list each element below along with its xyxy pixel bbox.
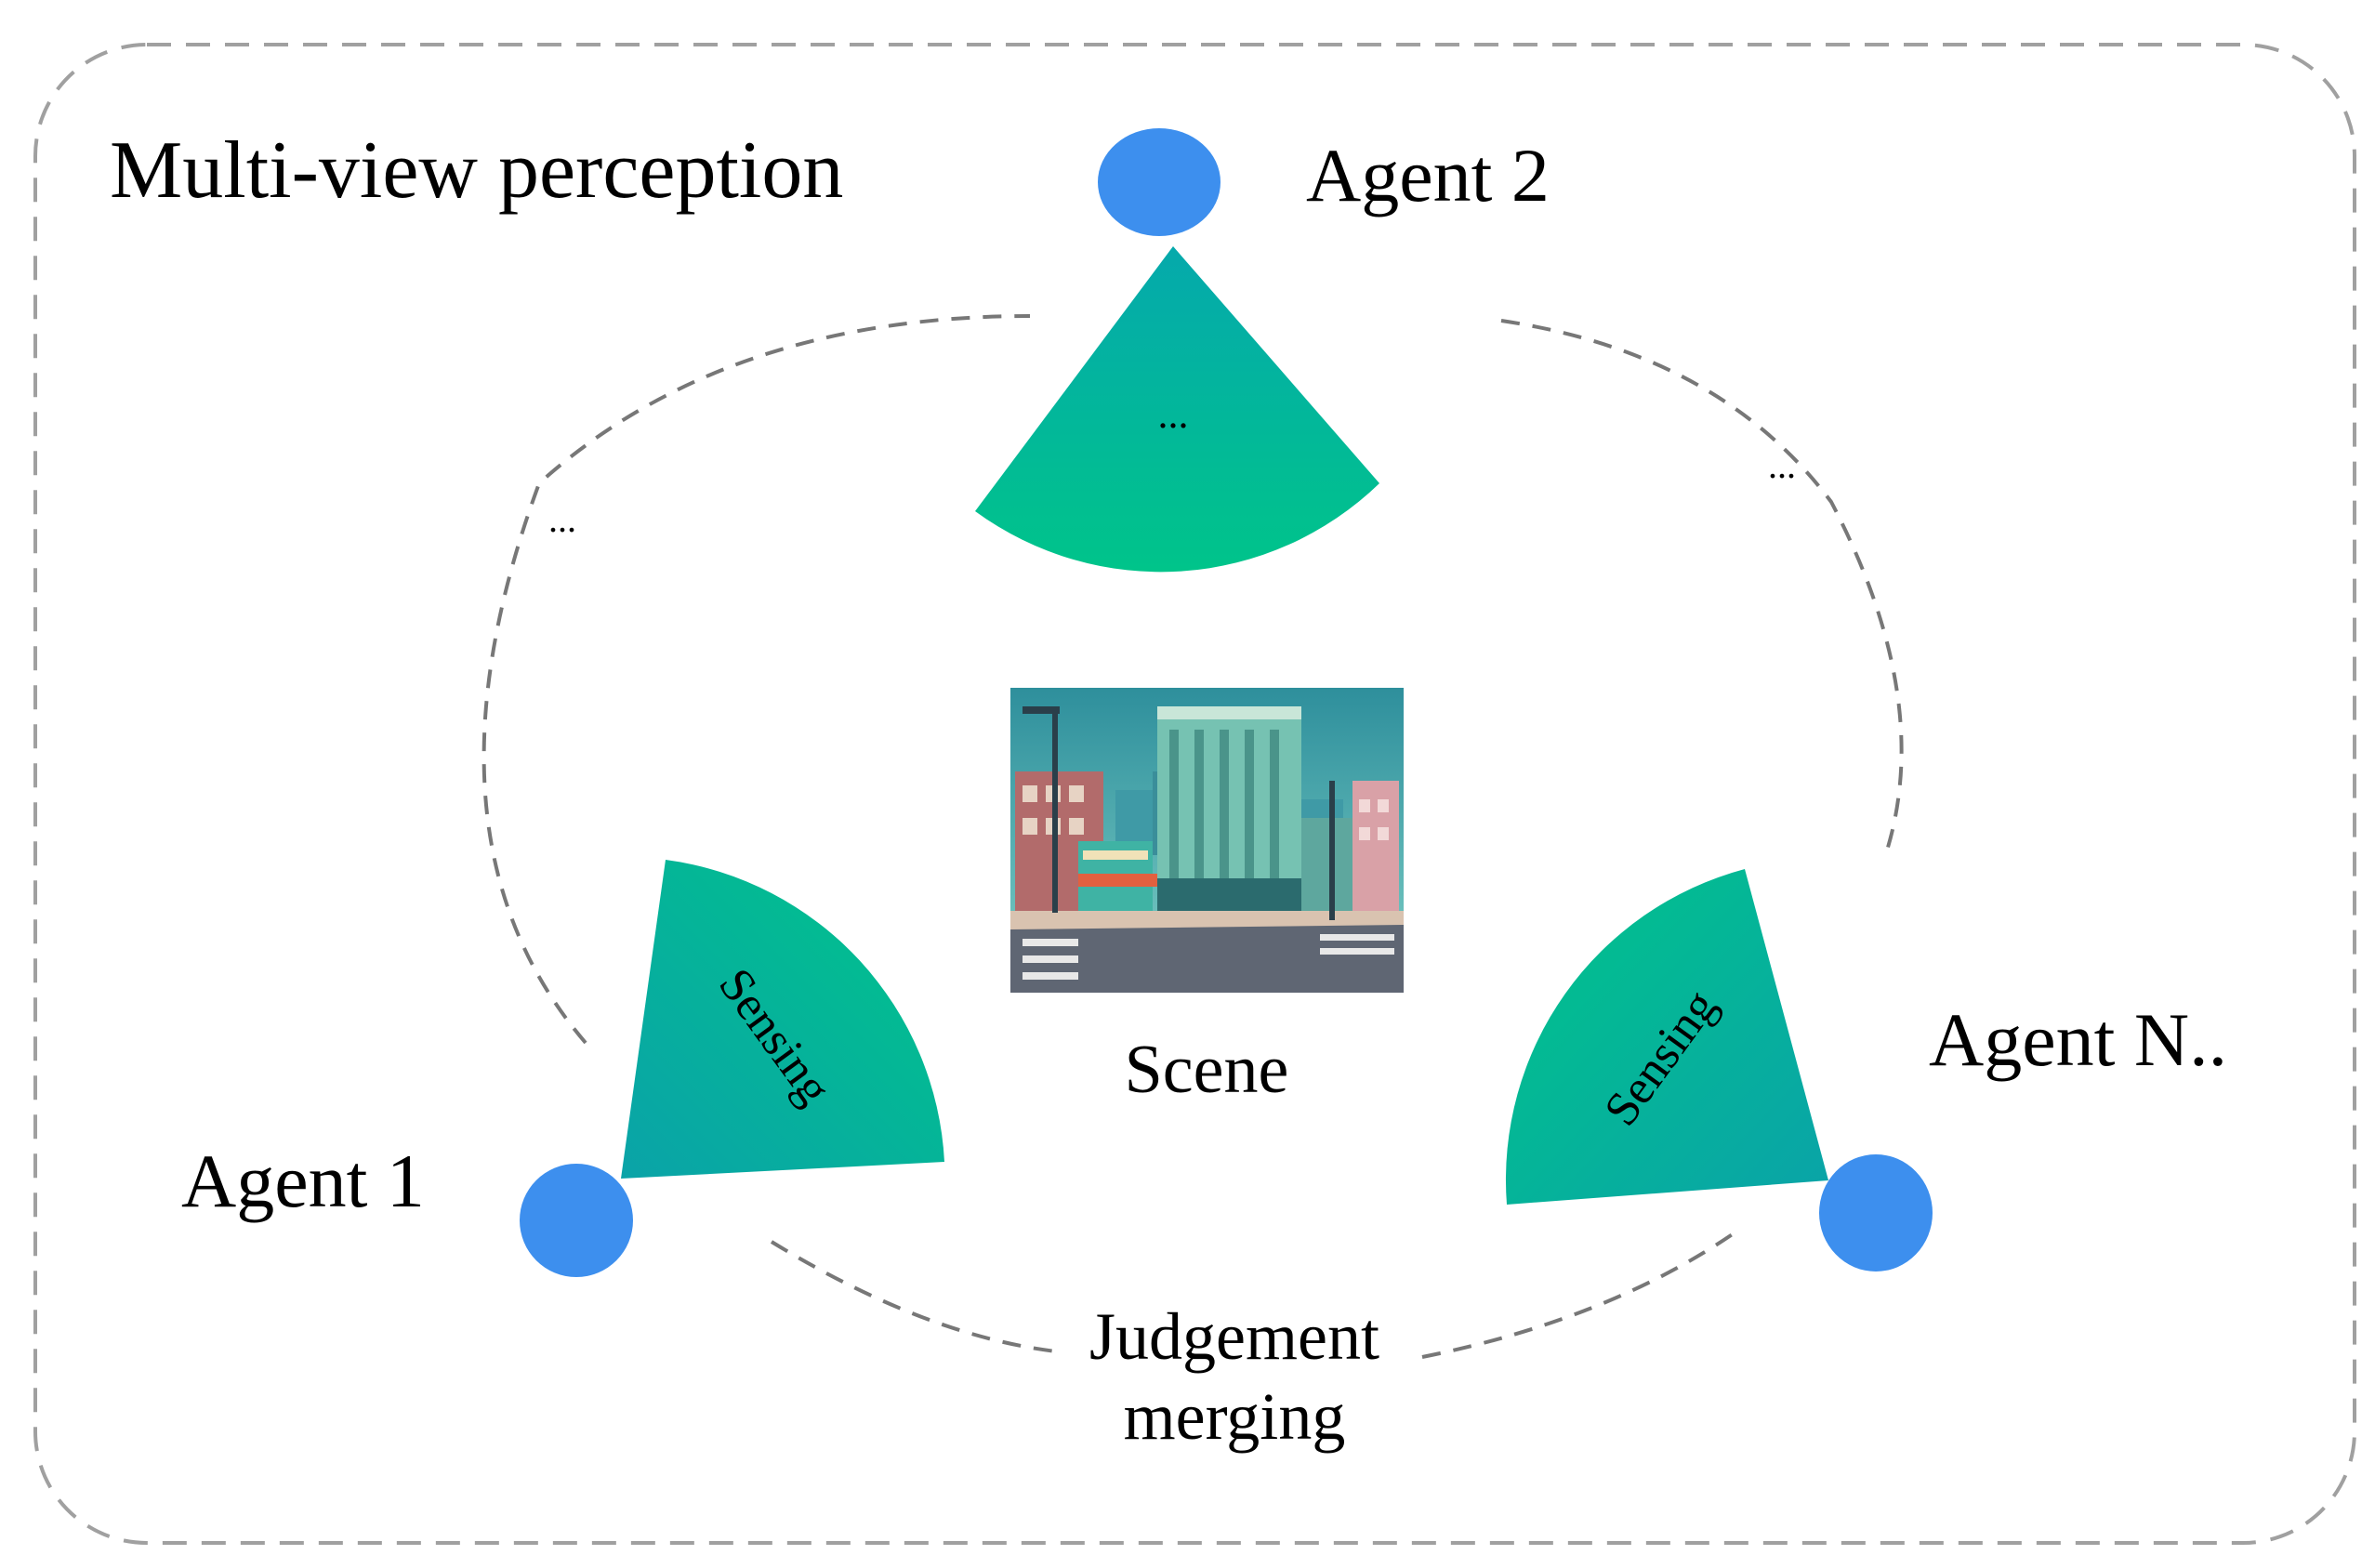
link-right-top <box>1500 319 1904 851</box>
judgement-merging-line1: Judgement <box>1089 1299 1379 1374</box>
agent2-sensing-sector <box>975 246 1379 573</box>
agent1-label: Agent 1 <box>181 1139 425 1223</box>
agentN-dot <box>1819 1154 1933 1272</box>
link-left-top <box>482 314 1031 1045</box>
scene-label: Scene <box>1125 1032 1289 1108</box>
agentN-label: Agent N.. <box>1929 997 2227 1082</box>
link-bottom-right <box>1421 1230 1738 1359</box>
scene-image <box>1010 688 1404 993</box>
link-bottom-left <box>770 1240 1065 1354</box>
agent2-sector-label: ... <box>1158 391 1189 437</box>
outer-frame <box>33 43 2356 1545</box>
agent1-dot <box>520 1164 633 1277</box>
right-link-ellipsis: ... <box>1768 444 1796 486</box>
diagram-title: Multi-view perception <box>110 125 843 216</box>
judgement-merging-line2: merging <box>1124 1379 1346 1454</box>
agent1-sensing-sector <box>621 860 944 1179</box>
left-link-ellipsis: ... <box>548 498 576 540</box>
agent2-label: Agent 2 <box>1306 133 1550 217</box>
agentN-sensing-sector <box>1505 869 1828 1205</box>
agent2-dot <box>1098 128 1220 236</box>
